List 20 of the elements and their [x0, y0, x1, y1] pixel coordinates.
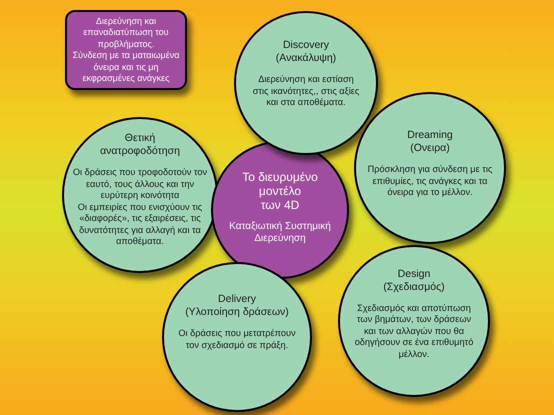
circle-heading: Θετική ανατροφοδότηση — [99, 132, 181, 158]
circle-heading: Dreaming — [407, 129, 453, 142]
circle-heading: (Υλοποίηση δράσεων) — [185, 306, 289, 319]
circle-heading: Delivery — [218, 292, 256, 306]
circle-heading: Discovery — [282, 39, 330, 52]
circle-text: Διερεύνηση και εστίαση στις ικανότητες,, στις αξίες και στα αποθέματα. — [252, 74, 360, 109]
circle-heading: (Σχεδιασμός) — [383, 280, 445, 294]
circle-text: Καταξιωτική Συστημική Διερεύνηση — [228, 220, 332, 244]
circle-heading: Design — [398, 268, 430, 281]
circle-heading: (Ανακάλυψη) — [276, 52, 336, 66]
circle-text: Οι εμπειρίες που ενισχύουν τις «διαφορές», τις εξαιρέσεις, τις δυνατότητες για αλλαγή και τα αποθέματα. — [76, 202, 204, 248]
circle-text: Σχεδιασμός και αποτύπωση των βημάτων, των δράσεων και των αλλαγών που θα οδηγήσουν σε ένα επιθυμητό μέλλον. — [354, 302, 474, 360]
circle-text: Οι δράσεις που μετατρέπουν τον σχεδιασμό σε πράξη. — [177, 328, 297, 352]
circle-heading: Το διευρυμένο μοντέλο των 4D — [241, 170, 319, 212]
circle-text: Πρόσκληση για σύνδεση με τις επιθυμίες, τις ανάγκες και τα όνειρα για το μέλλον. — [366, 164, 494, 199]
circle-heading: (Ονειρα) — [410, 142, 450, 156]
circle-text: Οι δράσεις που τροφοδοτούν τον εαυτό, τους άλλους και την ευρύτερη κοινότητα — [72, 166, 208, 202]
note-text: Σύνδεση με τα ματαιωμένα όνειρα και τις μη εκφρασμένες ανάγκες — [72, 50, 180, 84]
note-text: Διερεύνηση και επαναδιατύπωση του προβλήματος. — [82, 16, 170, 50]
note-box — [65, 10, 187, 90]
